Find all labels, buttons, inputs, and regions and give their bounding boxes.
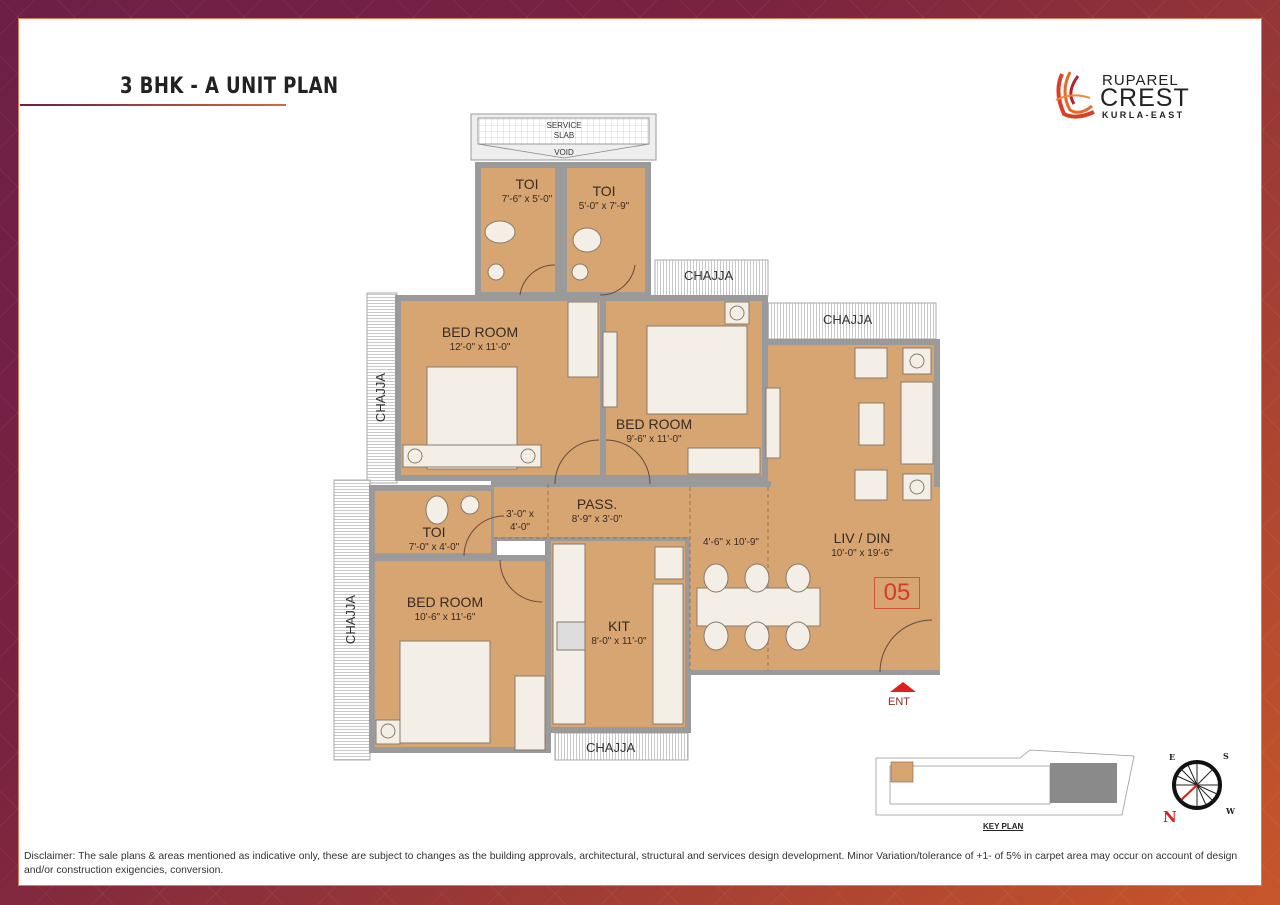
- brand-logo: RUPAREL CREST KURLA-EAST: [1052, 70, 1212, 122]
- disclaimer: Disclaimer: The sale plans & areas menti…: [24, 851, 1238, 876]
- brand-line3: KURLA-EAST: [1102, 110, 1185, 120]
- void-label: VOID: [554, 148, 574, 157]
- compass-west: W: [1226, 806, 1235, 816]
- bed-3: [399, 640, 491, 744]
- chajja-label: CHAJJA: [343, 594, 359, 645]
- brand-mark-icon: [1055, 71, 1095, 119]
- chajja-label: CHAJJA: [823, 312, 873, 327]
- slab-label: SLAB: [553, 131, 575, 140]
- title-underline: [20, 104, 286, 106]
- compass-north: N: [1163, 808, 1177, 826]
- chajja-label: CHAJJA: [373, 372, 389, 423]
- entrance-arrow-icon: [890, 682, 916, 692]
- page-title: 3 BHK - A UNIT PLAN: [120, 74, 339, 99]
- compass-east: E: [1169, 752, 1176, 762]
- compass-south: S: [1223, 751, 1229, 761]
- bed-2: [646, 325, 748, 415]
- brand-line2: CREST: [1100, 84, 1190, 112]
- chajja-label: CHAJJA: [586, 740, 636, 755]
- room-passage: PASS.8'-9" x 3'-0": [571, 496, 623, 525]
- dining-dims: 4'-6" x 10'-9": [703, 537, 759, 548]
- key-plan-label: KEY PLAN: [983, 822, 1024, 831]
- compass-icon: [1172, 760, 1222, 810]
- chajja-label: CHAJJA: [684, 268, 734, 283]
- service-label: SERVICE: [546, 121, 582, 130]
- unit-number-badge: 05: [874, 577, 920, 609]
- chajja-left-bottom: [333, 479, 371, 761]
- chajja-top-right: [767, 302, 937, 340]
- chajja-top-mid: [654, 259, 769, 297]
- entrance-label: ENT: [888, 696, 910, 708]
- brand-line1: RUPAREL: [1102, 72, 1179, 89]
